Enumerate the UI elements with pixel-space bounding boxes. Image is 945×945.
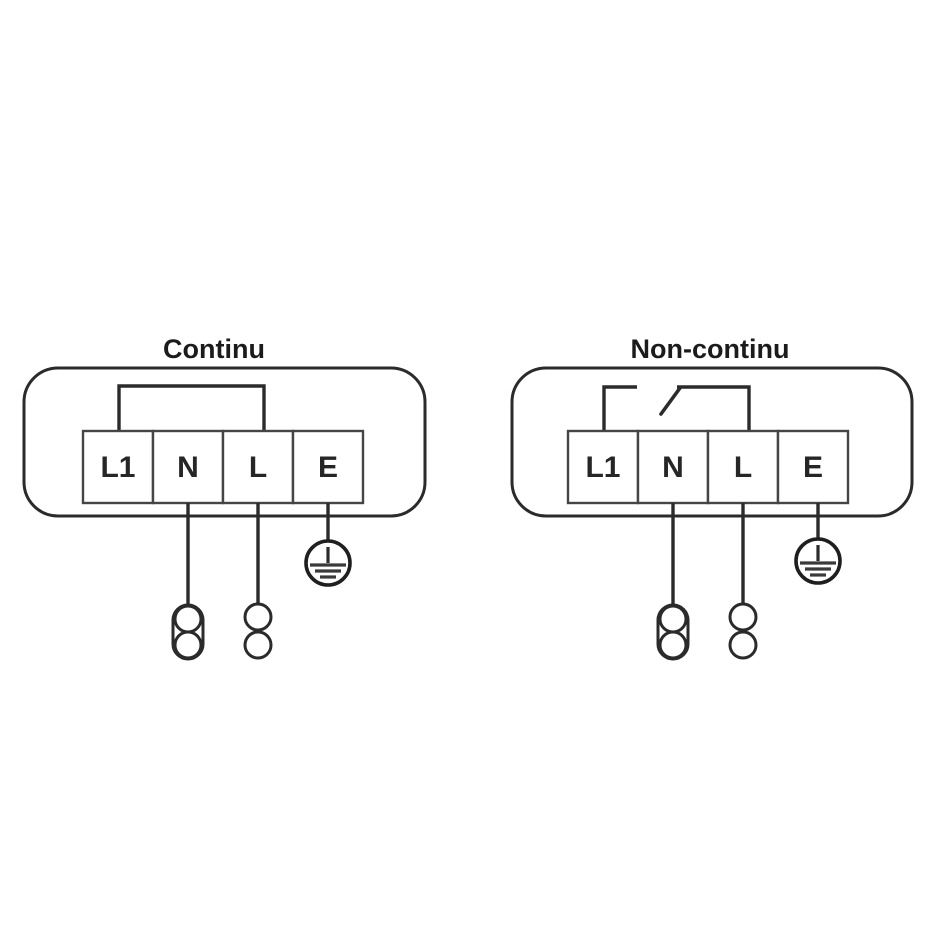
earth-symbol [304, 539, 352, 587]
connector-live [728, 602, 758, 660]
diagram-continu: Continu L1 N L E [22, 334, 427, 661]
switch-right-contact [677, 385, 751, 431]
terminal-label-l1: L1 [585, 451, 620, 484]
switch-left-contact [602, 385, 637, 431]
terminal-label-e: E [803, 451, 823, 484]
diagram-non-continu: Non-continu L1 N L E [510, 334, 914, 661]
earth-symbol [794, 537, 842, 585]
terminal-label-l1: L1 [100, 451, 135, 484]
connector-neutral [171, 603, 205, 661]
terminal-label-l: L [734, 451, 752, 484]
terminal-cell-e [776, 429, 850, 505]
connector-neutral [656, 603, 690, 661]
terminal-cell-l [221, 429, 295, 505]
terminal-cell-l1 [81, 429, 155, 505]
connector-live [243, 602, 273, 660]
terminal-label-l: L [249, 451, 267, 484]
terminal-label-n: N [177, 451, 199, 484]
terminal-label-e: E [318, 451, 338, 484]
diagram-title-continu: Continu [163, 334, 265, 364]
jumper-bridge-l1-to-l [117, 384, 266, 431]
diagram-title-non-continu: Non-continu [631, 334, 790, 364]
switch-blade [659, 386, 682, 416]
terminal-label-n: N [662, 451, 684, 484]
terminal-cell-n [636, 429, 710, 505]
